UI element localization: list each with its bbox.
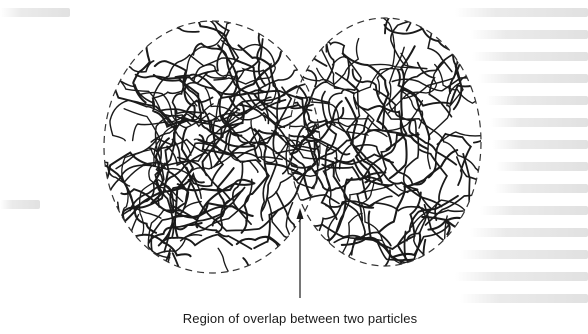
polymer-chain (435, 65, 519, 152)
polymer-chain (428, 214, 498, 230)
polymer-chain (118, 0, 199, 32)
overlap-arrow (297, 208, 304, 298)
polymer-chain (449, 39, 533, 107)
polymer-chain (309, 237, 382, 298)
polymer-chain (343, 54, 391, 143)
polymer-chain (218, 248, 243, 310)
polymer-chain (268, 169, 327, 277)
figure-caption: Region of overlap between two particles (0, 311, 588, 326)
polymer-chain (237, 237, 287, 277)
polymer-chain (399, 0, 413, 31)
polymer-chain (457, 157, 525, 194)
polymer-chain (154, 249, 223, 314)
polymer-chain (447, 222, 516, 254)
polymer-chain (197, 5, 262, 92)
polymer-chain (173, 253, 195, 315)
polymer-chain (55, 25, 152, 103)
polymer-chain (159, 235, 233, 246)
polymer-chain (391, 21, 437, 69)
polymer-chain (392, 257, 477, 291)
polymer-chain (474, 98, 525, 143)
polymer-chain (229, 237, 280, 294)
polymer-chain (107, 46, 175, 126)
polymer-chain (387, 53, 456, 105)
polymer-chain (371, 11, 395, 95)
polymer-chain (450, 16, 507, 93)
polymer-chain (400, 232, 445, 304)
polymer-chain (82, 215, 138, 258)
polymer-chain (65, 149, 130, 186)
polymer-chain (463, 154, 511, 223)
left-particle-chains (55, 0, 422, 323)
polymer-chain (90, 161, 156, 233)
right-particle-chains (229, 0, 547, 332)
polymer-chain (422, 217, 515, 261)
polymer-chain (68, 42, 154, 72)
polymer-chain (385, 11, 525, 44)
